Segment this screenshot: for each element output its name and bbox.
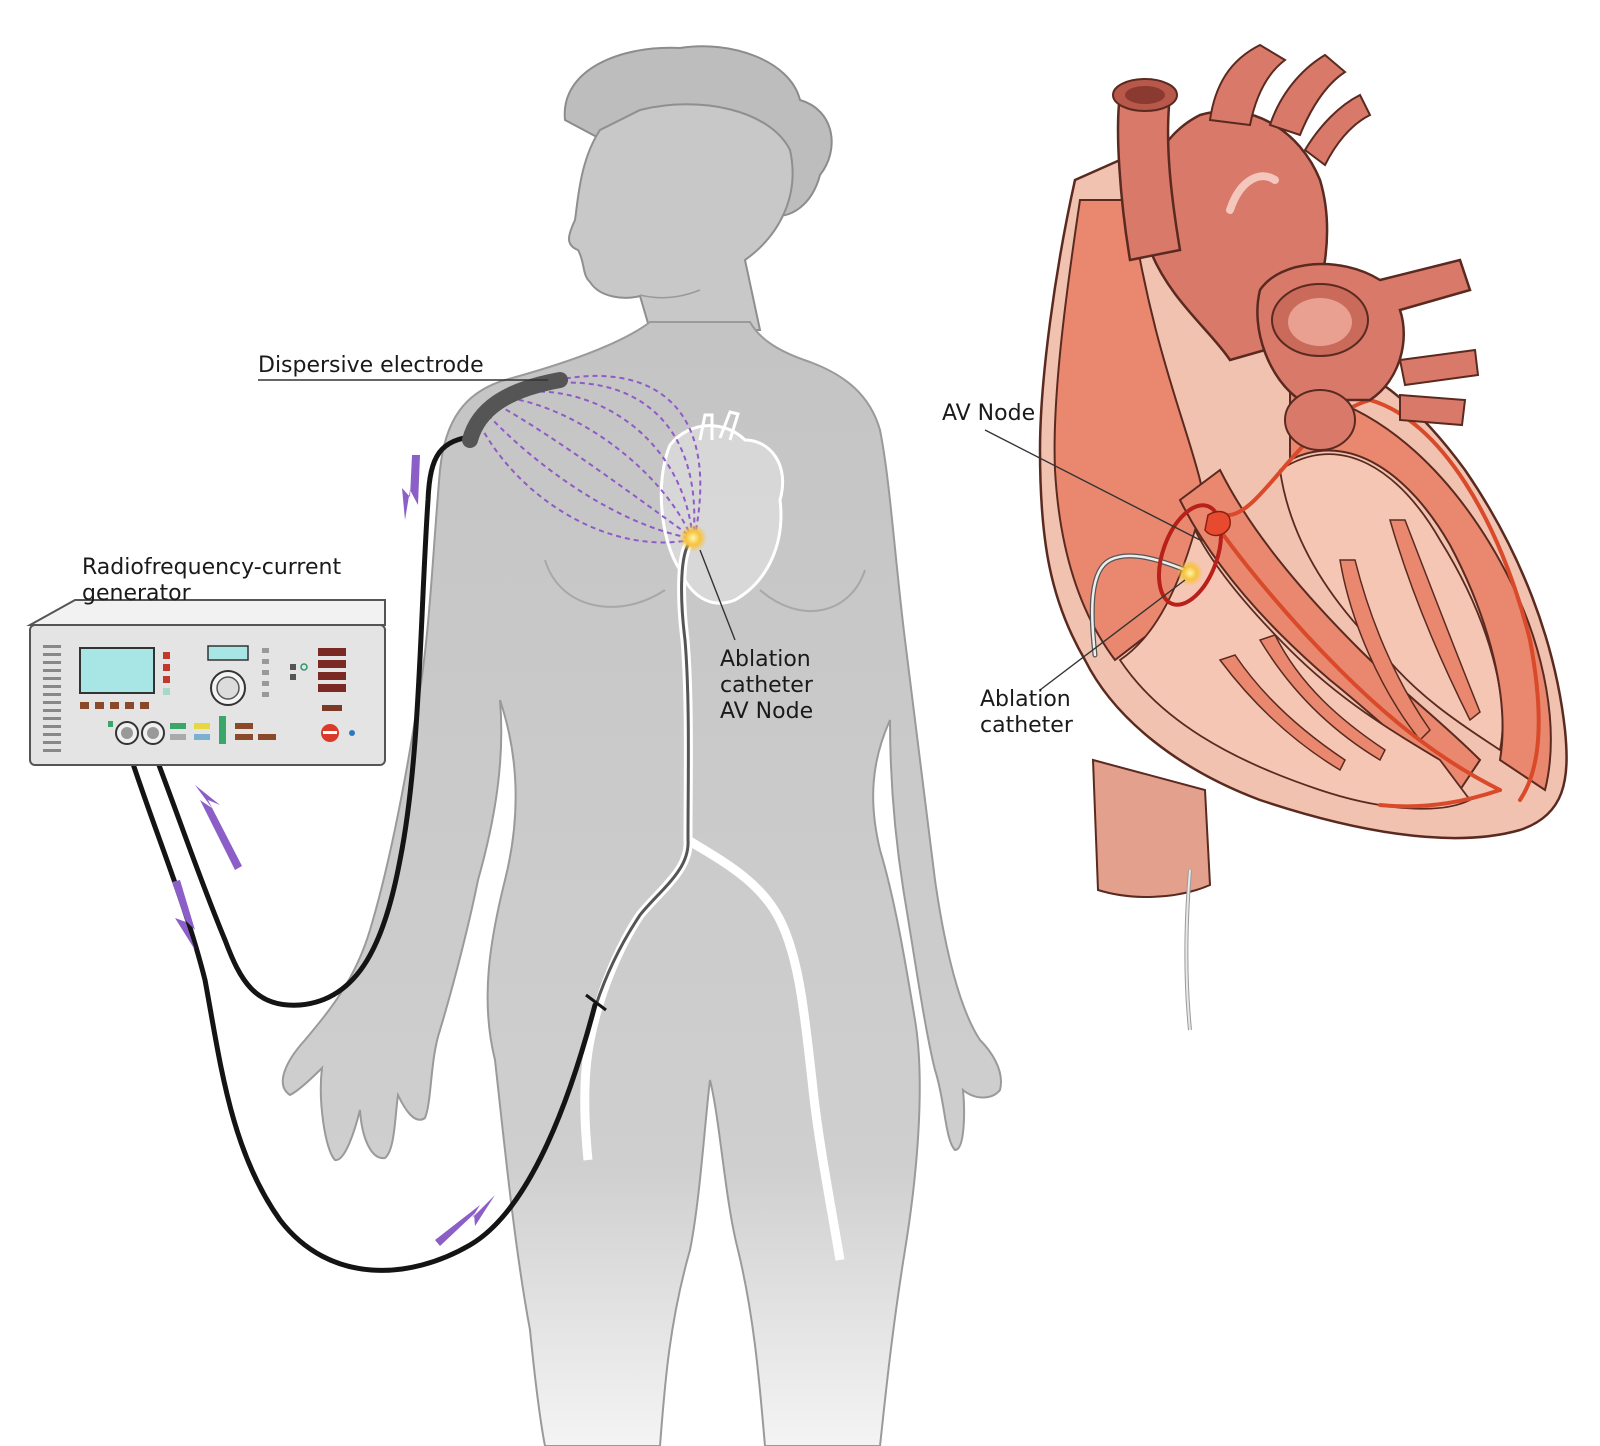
label-ablation-catheter-line2: catheter bbox=[980, 713, 1074, 738]
femoral-vein-path bbox=[580, 542, 845, 1261]
rf-generator-device-icon bbox=[26, 599, 386, 766]
label-ablation-catheter-line1: Ablation bbox=[980, 687, 1071, 712]
label-generator-line1: Radiofrequency-current bbox=[82, 555, 341, 580]
dispersive-electrode-pad-icon bbox=[462, 372, 568, 448]
label-av-node: AV Node bbox=[942, 401, 1035, 426]
generator-screen bbox=[79, 647, 155, 694]
label-generator-line2: generator bbox=[82, 581, 192, 606]
label-dispersive-electrode: Dispersive electrode bbox=[258, 353, 484, 378]
current-direction-arrows bbox=[172, 455, 495, 1246]
av-node-marker bbox=[1204, 510, 1231, 537]
chest-heart-outline-icon bbox=[659, 410, 785, 605]
label-ablation-av-line3: AV Node bbox=[720, 699, 813, 724]
av-node-ring bbox=[1157, 503, 1223, 607]
label-ablation-av-line1: Ablation bbox=[720, 647, 811, 672]
current-field-lines bbox=[479, 374, 702, 544]
heart-cross-section-icon bbox=[1038, 43, 1568, 1031]
label-ablation-av-line2: catheter bbox=[720, 673, 814, 698]
ablation-site-glow bbox=[679, 524, 707, 552]
labels: Dispersive electrode Radiofrequency-curr… bbox=[82, 353, 1201, 738]
patient-silhouette-icon bbox=[281, 45, 1002, 1446]
